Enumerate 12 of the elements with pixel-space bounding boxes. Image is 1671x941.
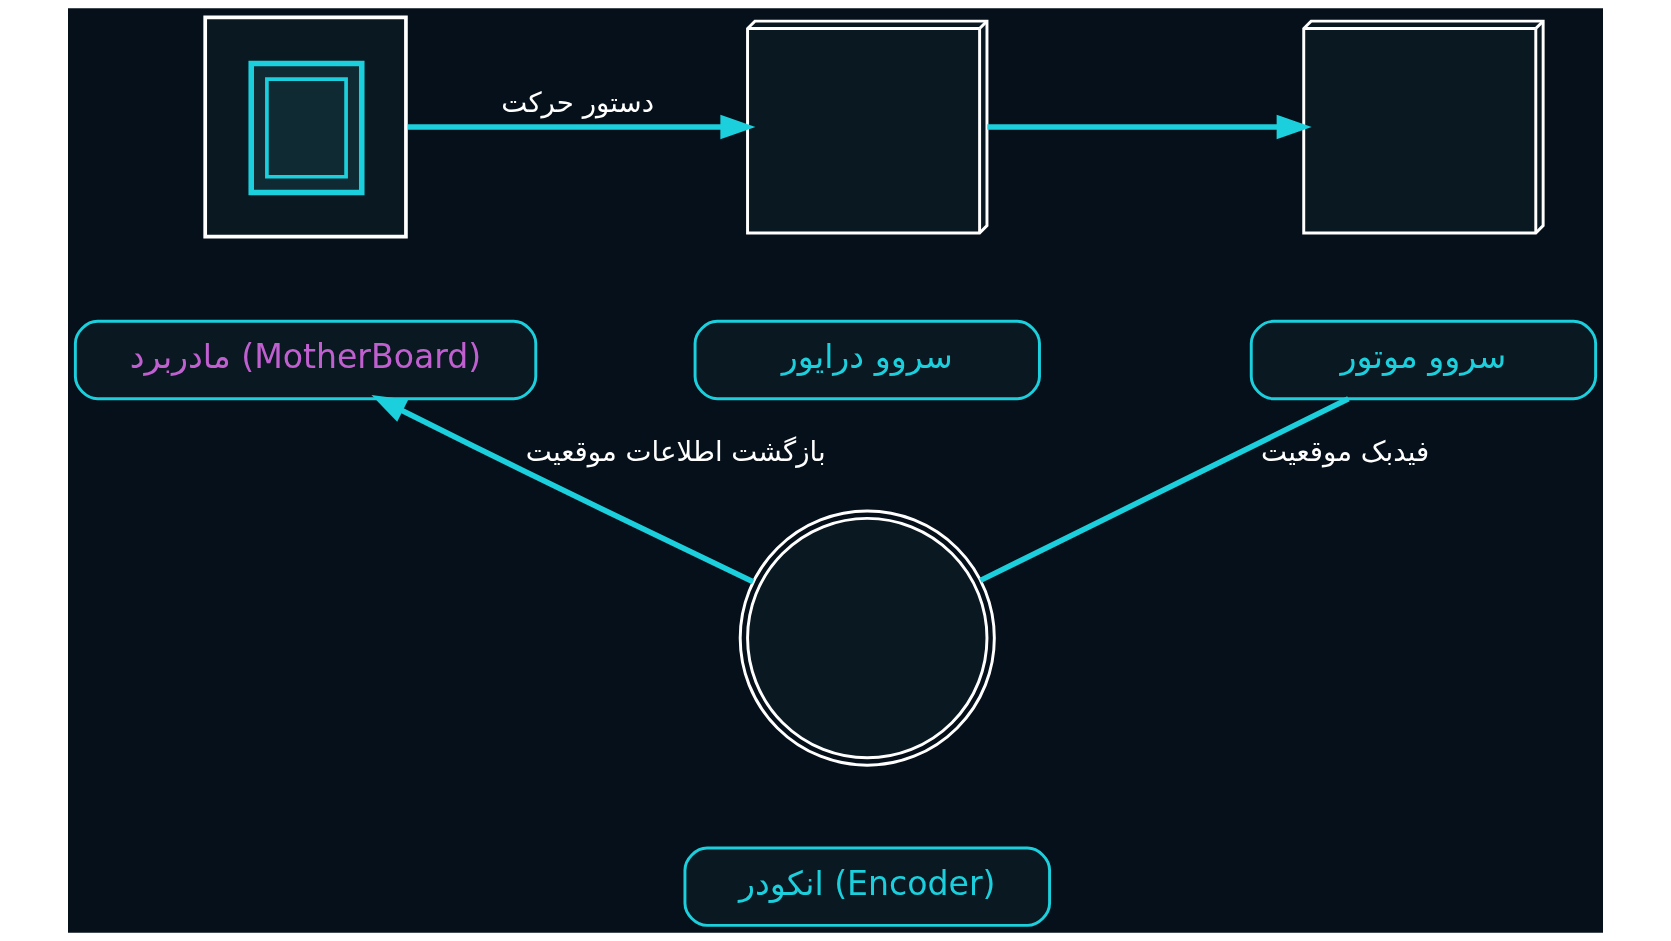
arrow [407, 114, 756, 140]
arrow [371, 395, 755, 585]
node-box: انکودر (Encoder) [683, 846, 1052, 927]
edge-label: فیدبک موقعیت [1261, 435, 1430, 469]
connector [979, 396, 1350, 583]
node-box: مادربرد (MotherBoard) [73, 319, 538, 401]
arrow [987, 114, 1312, 140]
node-box: سروو درایور [693, 319, 1041, 401]
edge-label: بازگشت اطلاعات موقعیت [525, 435, 826, 469]
edge-label: دستور حرکت [501, 86, 655, 120]
node-picture [738, 509, 996, 767]
node-box: سروو موتور [1249, 319, 1598, 401]
